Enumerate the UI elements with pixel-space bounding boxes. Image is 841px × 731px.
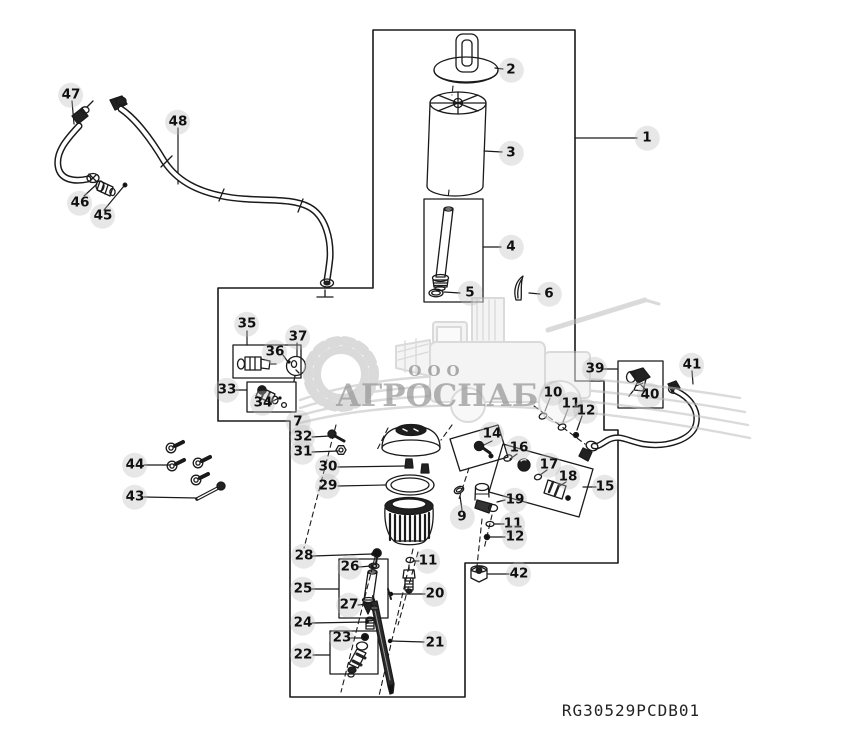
callout-39: 39	[585, 360, 605, 377]
bolt-32-drawing	[327, 429, 346, 443]
callout-28: 28	[294, 547, 314, 564]
callout-27: 27	[339, 596, 359, 613]
screw-43-drawing	[195, 481, 226, 501]
callout-3: 3	[506, 144, 516, 161]
nut-31-drawing	[335, 445, 347, 455]
callout-5: 5	[465, 284, 475, 301]
oring-9-drawing	[453, 485, 465, 495]
nut-42-drawing	[470, 565, 488, 583]
ball-12-right-drawing	[483, 533, 491, 541]
fitting-40-drawing	[625, 367, 651, 397]
callout-35: 35	[237, 315, 257, 332]
bolt-14-drawing	[473, 440, 494, 459]
hose-48-drawing	[109, 95, 335, 298]
callout-24: 24	[293, 614, 313, 631]
callout-30: 30	[318, 458, 338, 475]
bolts-44-drawing	[165, 440, 212, 486]
callout-12: 12	[576, 402, 596, 419]
oring-26-drawing	[368, 562, 380, 570]
callout-45: 45	[93, 207, 113, 224]
callout-41: 41	[682, 356, 702, 373]
oring-5-drawing	[428, 288, 444, 298]
callout-48: 48	[168, 113, 188, 130]
callout-36: 36	[265, 343, 285, 360]
callout-21: 21	[425, 634, 445, 651]
injector-21-drawing	[369, 595, 395, 695]
callout-46: 46	[70, 194, 90, 211]
stud-20-drawing	[387, 588, 392, 600]
fitting-46-drawing	[95, 180, 116, 197]
callout-4: 4	[506, 238, 516, 255]
oring-29-drawing	[385, 474, 435, 496]
parts-10-11-12-drawing	[538, 412, 580, 439]
callout-11: 11	[418, 552, 438, 569]
callout-29: 29	[318, 477, 338, 494]
callout-44: 44	[125, 456, 145, 473]
drawing-part-code: RG30529PCDB01	[561, 701, 701, 720]
ball-23-drawing	[360, 632, 370, 642]
callout-31: 31	[293, 443, 313, 460]
callout-9: 9	[457, 508, 467, 525]
callout-23: 23	[332, 629, 352, 646]
callout-14: 14	[482, 425, 502, 442]
callout-22: 22	[293, 646, 313, 663]
callout-7: 7	[293, 413, 303, 430]
callout-43: 43	[125, 488, 145, 505]
filter-element-drawing	[426, 91, 487, 197]
callout-33: 33	[217, 381, 237, 398]
hose-47-drawing	[54, 100, 100, 184]
hose-41-drawing	[578, 380, 700, 462]
wedge-6-drawing	[514, 275, 524, 301]
standpipe-drawing	[431, 206, 454, 292]
callout-16: 16	[509, 439, 529, 456]
elbow-19-drawing	[474, 482, 499, 514]
callout-42: 42	[509, 565, 529, 582]
callout-37: 37	[288, 328, 308, 345]
callout-12: 12	[505, 528, 525, 545]
callout-19: 19	[505, 491, 525, 508]
callout-40: 40	[640, 386, 660, 403]
callout-47: 47	[61, 86, 81, 103]
filter-bowl-drawing	[384, 496, 434, 546]
callout-26: 26	[340, 558, 360, 575]
valve-under-11-drawing	[402, 564, 416, 594]
callout-25: 25	[293, 580, 313, 597]
pin-45-drawing	[118, 182, 128, 193]
callout-17: 17	[539, 456, 559, 473]
callout-10: 10	[543, 384, 563, 401]
filter-head-drawing	[381, 423, 441, 457]
callout-15: 15	[595, 478, 615, 495]
oring-11-right-drawing	[485, 520, 495, 528]
oring-17-drawing	[533, 473, 543, 481]
callout-2: 2	[506, 61, 516, 78]
callout-1: 1	[642, 129, 652, 146]
callout-20: 20	[425, 585, 445, 602]
oring-11-lower-drawing	[405, 556, 415, 564]
fitting-22-drawing	[347, 641, 369, 678]
callout-18: 18	[558, 468, 578, 485]
callout-34: 34	[253, 394, 273, 411]
plugs-30-drawing	[404, 458, 430, 474]
callout-6: 6	[544, 285, 554, 302]
